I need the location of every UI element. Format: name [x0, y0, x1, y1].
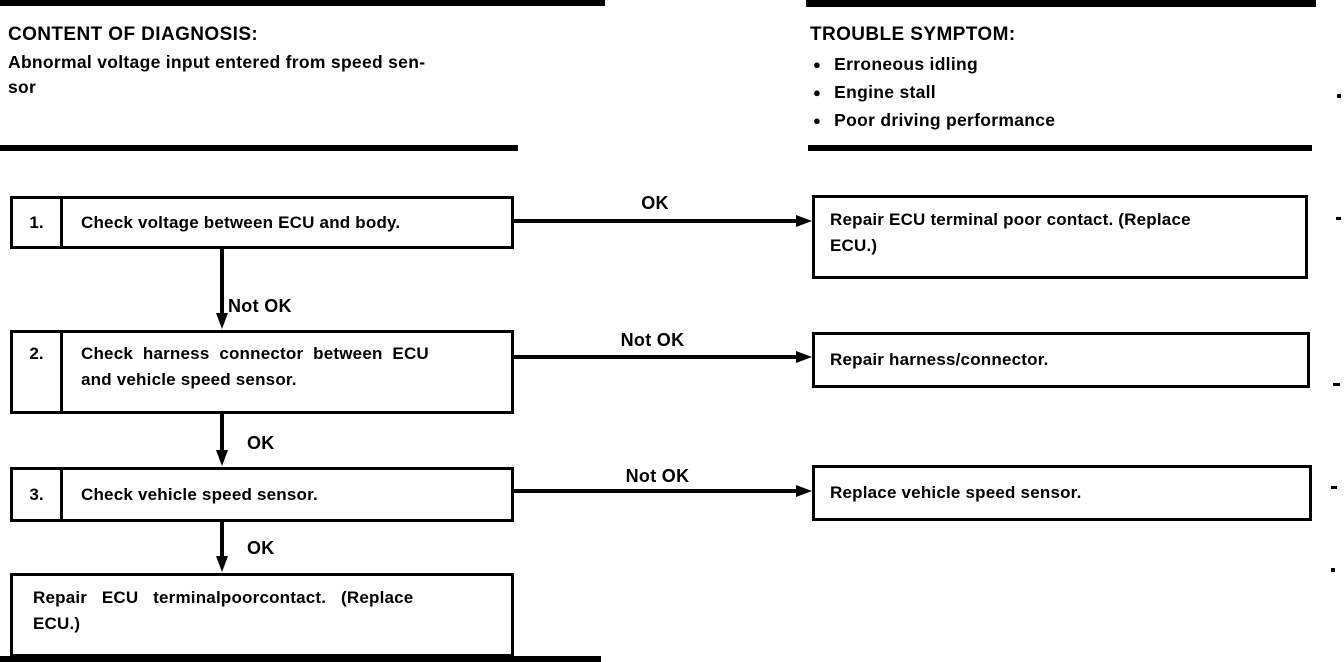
- top-rule-left: [0, 0, 605, 6]
- result-box-1: Repair ECU terminal poor contact. (Repla…: [812, 195, 1308, 279]
- arrow-head-icon: [216, 450, 228, 466]
- bullet-icon: ●: [813, 85, 822, 100]
- step-box-1: 1. Check voltage between ECU and body.: [10, 196, 514, 249]
- branch-condition-2: Not OK: [620, 330, 685, 350]
- branch-arrow-line-2: [513, 355, 799, 359]
- step-number: 3.: [13, 470, 63, 519]
- bullet-icon: ●: [813, 113, 822, 128]
- scan-speck: [1331, 486, 1337, 489]
- down-arrow-line-2: [220, 413, 224, 451]
- step-label: Check harness connector between ECU and …: [81, 344, 429, 389]
- result-box-2: Repair harness/connector.: [812, 332, 1310, 388]
- symptom-item: ● Erroneous idling: [813, 54, 1055, 75]
- branch-condition-1: OK: [641, 193, 669, 213]
- step-box-3: 3. Check vehicle speed sensor.: [10, 467, 514, 522]
- branch-arrow-line-3: [513, 489, 799, 493]
- arrow-head-icon: [796, 351, 812, 363]
- down-arrow-line-3: [220, 521, 224, 558]
- step-box-2: 2. Check harness connector between ECU a…: [10, 330, 514, 414]
- down-condition-3: OK: [247, 538, 275, 558]
- mid-rule-right: [808, 145, 1312, 151]
- scan-speck: [1331, 568, 1335, 572]
- symptom-item-label: Engine stall: [834, 82, 936, 102]
- symptom-title: TROUBLE SYMPTOM:: [810, 24, 1016, 45]
- branch-condition-3: Not OK: [625, 466, 690, 486]
- arrow-head-icon: [796, 215, 812, 227]
- symptom-item: ● Engine stall: [813, 82, 1055, 103]
- arrow-head-icon: [796, 485, 812, 497]
- symptom-item-label: Erroneous idling: [834, 54, 978, 74]
- mid-rule-left: [0, 145, 518, 151]
- step-number: 2.: [13, 333, 63, 411]
- scan-speck: [1333, 383, 1340, 386]
- arrow-head-icon: [216, 313, 228, 329]
- step-label: Check voltage between ECU and body.: [81, 212, 401, 232]
- scan-speck: [1337, 94, 1341, 98]
- step-number: 1.: [13, 199, 63, 246]
- arrow-head-icon: [216, 556, 228, 572]
- top-rule-right: [806, 0, 1316, 7]
- bottom-rule: [0, 656, 601, 662]
- final-action-box: Repair ECU terminalpoorcontact. (Replace…: [10, 573, 514, 657]
- diagnosis-body: Abnormal voltage input entered from spee…: [8, 52, 426, 97]
- scan-speck: [1336, 217, 1341, 220]
- branch-arrow-line-1: [513, 219, 799, 223]
- down-arrow-line-1: [220, 248, 224, 314]
- diagnosis-title: CONTENT OF DIAGNOSIS:: [8, 24, 259, 45]
- down-condition-1: Not OK: [228, 296, 292, 316]
- symptom-list: ● Erroneous idling ● Engine stall ● Poor…: [813, 54, 1055, 131]
- bullet-icon: ●: [813, 57, 822, 72]
- down-condition-2: OK: [247, 433, 275, 453]
- symptom-item-label: Poor driving performance: [834, 110, 1056, 130]
- step-label: Check vehicle speed sensor.: [81, 484, 318, 504]
- symptom-item: ● Poor driving performance: [813, 110, 1055, 131]
- result-box-3: Replace vehicle speed sensor.: [812, 465, 1312, 521]
